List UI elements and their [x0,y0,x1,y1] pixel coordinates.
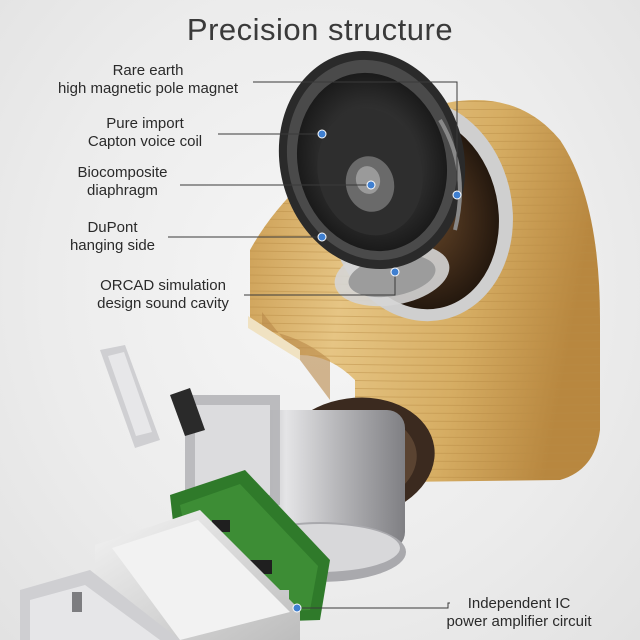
callout-line-magnet [253,81,458,193]
page-title: Precision structure [186,12,454,47]
bottom-housing [20,570,180,640]
callout-lines [168,81,458,609]
callout-line-sound-cavity [244,272,396,296]
callout-dot-ic [292,603,302,613]
callout-line-ic [297,602,450,609]
label-sound-cavity: ORCAD simulation design sound cavity [97,277,229,312]
label-magnet: Rare earth high magnetic pole magnet [57,62,239,97]
callout-dots [292,129,462,613]
callout-dot-magnet [452,190,462,200]
callout-dot-sound-cavity [390,267,400,277]
callout-dot-hanging-side [317,232,327,242]
callout-dot-diaphragm [366,180,376,190]
speaker-driver [278,50,466,270]
label-voice-coil: Pure import Capton voice coil [87,115,203,150]
label-diaphragm: Biocomposite diaphragm [77,164,168,199]
callout-dot-voice-coil [317,129,327,139]
usb-cover [100,345,205,448]
label-hanging-side: DuPont hanging side [69,219,156,254]
label-ic-circuit: Independent IC power amplifier circuit [446,595,592,630]
back-plate [95,510,300,640]
